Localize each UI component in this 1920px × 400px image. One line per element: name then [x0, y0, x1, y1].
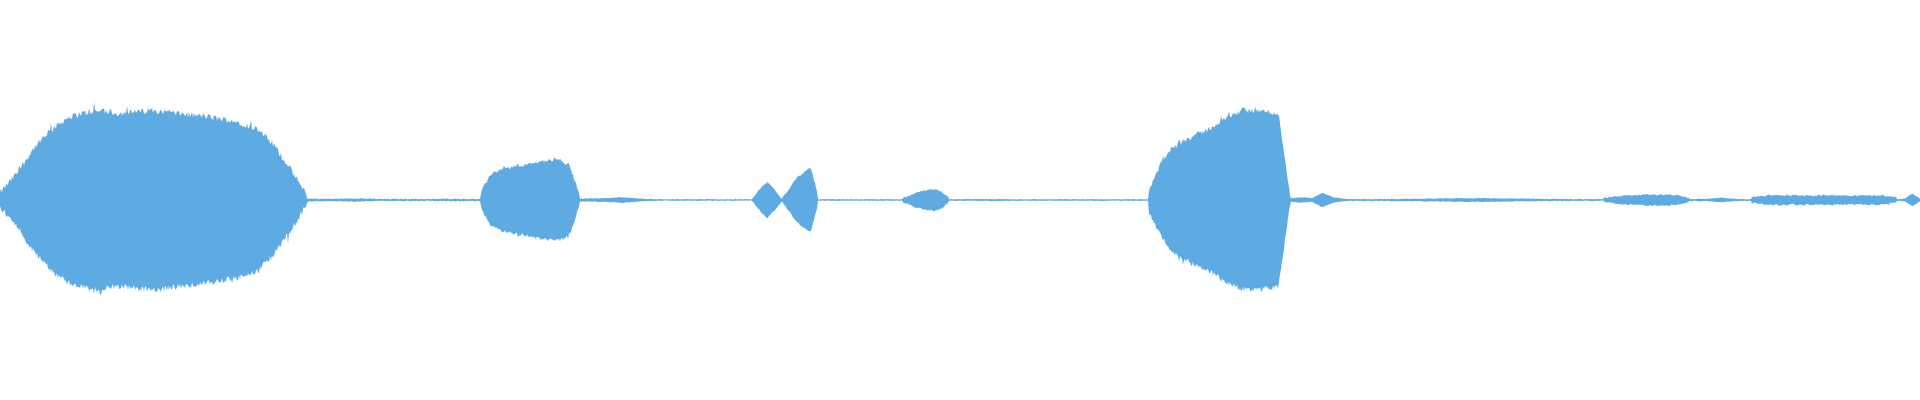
waveform-shape	[0, 102, 1920, 296]
